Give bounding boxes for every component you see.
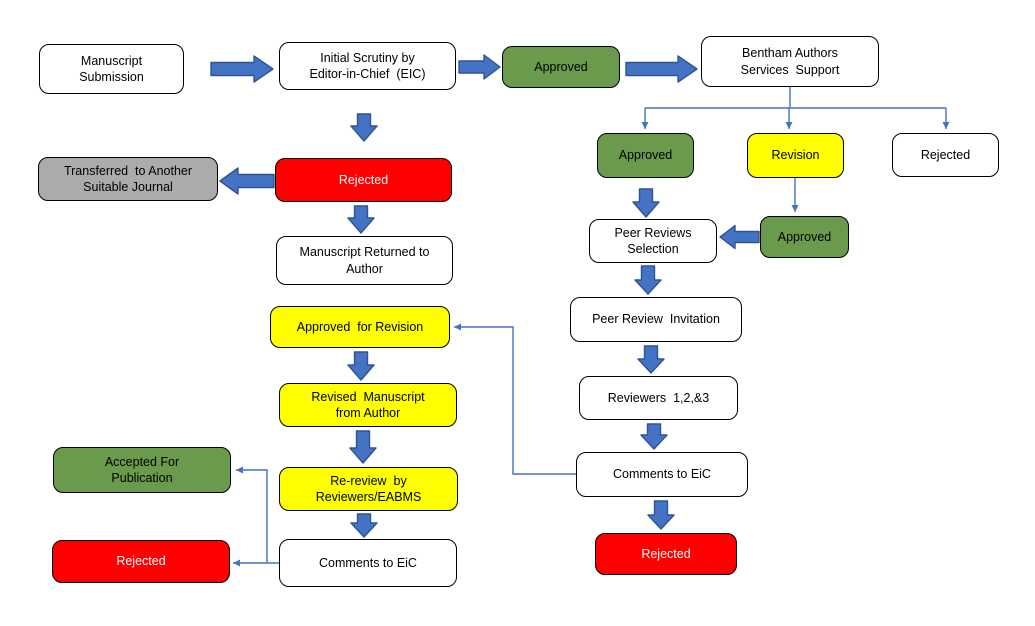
- node-manuscript-submission: Manuscript Submission: [39, 44, 184, 94]
- block-arrow-approved-revision-to-peer-selection: [719, 224, 760, 250]
- connector-bentham-branch-trunk: [645, 87, 946, 109]
- node-rejected-final-right: Rejected: [595, 533, 737, 575]
- node-approved-after-revision: Approved: [760, 216, 849, 258]
- block-arrow-rejected-to-transferred: [219, 167, 275, 195]
- connector-comments-to-approved-for-revision: [454, 323, 576, 475]
- node-re-review: Re-review by Reviewers/EABMS: [279, 467, 458, 511]
- node-bentham-authors-support: Bentham Authors Services Support: [701, 36, 879, 87]
- node-peer-review-invitation: Peer Review Invitation: [570, 297, 742, 342]
- block-arrow-peer-selection-to-invitation: [634, 265, 662, 295]
- block-arrow-approved-to-bentham: [625, 55, 698, 83]
- node-reviewers-123: Reviewers 1,2,&3: [579, 376, 738, 420]
- node-comments-to-eic-right: Comments to EiC: [576, 452, 748, 497]
- block-arrow-approved-revision-to-revised: [347, 351, 375, 381]
- node-revision: Revision: [747, 133, 844, 178]
- node-approved-bentham: Approved: [597, 133, 694, 178]
- block-arrow-scrutiny-to-approved: [458, 54, 501, 80]
- block-arrow-scrutiny-to-rejected: [350, 113, 378, 142]
- block-arrow-invitation-to-reviewers: [637, 345, 665, 374]
- block-arrow-reviewers-to-comments: [640, 423, 668, 450]
- block-arrow-comments-to-rejected-right: [647, 500, 675, 530]
- node-initial-scrutiny-eic: Initial Scrutiny by Editor-in-Chief (EIC…: [279, 42, 456, 90]
- node-accepted-for-publication: Accepted For Publication: [53, 447, 231, 493]
- node-revised-manuscript: Revised Manuscript from Author: [279, 383, 457, 427]
- node-approved-for-revision: Approved for Revision: [270, 306, 450, 348]
- block-arrow-submission-to-scrutiny: [210, 55, 274, 83]
- block-arrow-approved-to-peer-selection: [632, 188, 660, 218]
- node-comments-to-eic-left: Comments to EiC: [279, 539, 457, 587]
- block-arrow-rereview-to-comments-left: [350, 513, 378, 538]
- node-rejected-bentham: Rejected: [892, 133, 999, 177]
- block-arrow-revised-to-rereview: [349, 430, 377, 464]
- node-approved-eic: Approved: [502, 46, 620, 88]
- node-transferred-journal: Transferred to Another Suitable Journal: [38, 157, 218, 201]
- node-rejected-final-left: Rejected: [52, 540, 230, 583]
- node-manuscript-returned: Manuscript Returned to Author: [276, 236, 453, 285]
- connector-comments-left-to-accepted: [236, 466, 268, 563]
- node-rejected-eic: Rejected: [275, 158, 452, 202]
- block-arrow-rejected-to-returned: [347, 205, 375, 234]
- node-peer-reviews-selection: Peer Reviews Selection: [589, 219, 717, 263]
